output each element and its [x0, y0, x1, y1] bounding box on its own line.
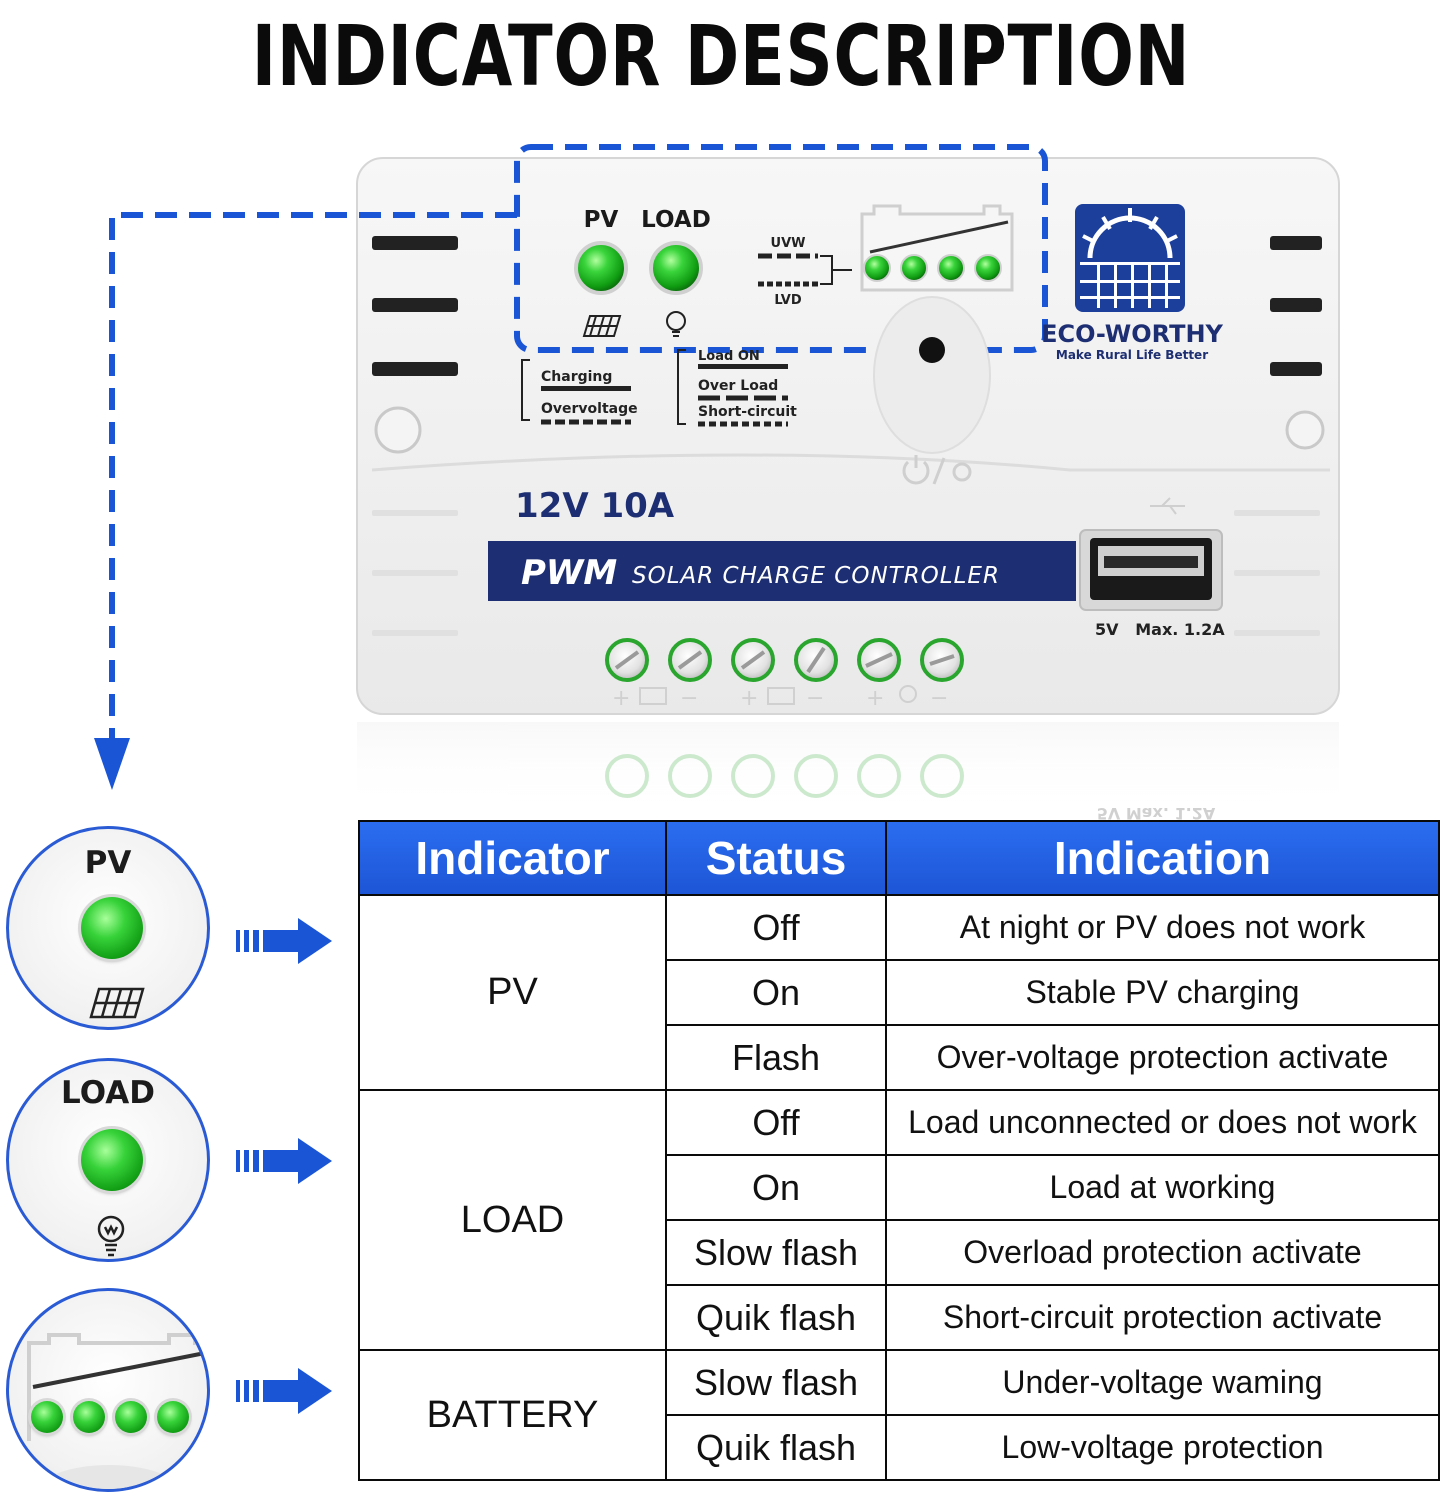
indication-cell: Load unconnected or does not work [885, 1089, 1440, 1156]
status-cell: Off [665, 894, 887, 961]
svg-text:−: − [806, 686, 824, 711]
leader-arrowhead [94, 738, 130, 790]
svg-text:−: − [680, 686, 698, 711]
usb-rating: 5V Max. 1.2A [1095, 620, 1225, 639]
device-rating: 12V 10A [515, 486, 675, 526]
legend-charging: Charging [541, 369, 612, 385]
table-row: On Stable PV charging [359, 959, 1440, 1026]
table-row: Quik flash Low-voltage protection [359, 1414, 1440, 1481]
header-status: Status [665, 820, 887, 896]
status-cell: Off [665, 1089, 887, 1156]
indication-cell: At night or PV does not work [885, 894, 1440, 961]
device-load-label: LOAD [641, 207, 711, 233]
button-recess [873, 296, 991, 454]
legend-over-load: Over Load [698, 378, 778, 394]
table-row: PV Off At night or PV does not work [358, 894, 1440, 1091]
bulb-icon [97, 1215, 125, 1257]
bulb-icon [666, 311, 686, 337]
callout-load-label: LOAD [61, 1075, 155, 1111]
brand-slogan: Make Rural Life Better [1056, 348, 1208, 362]
arrow-right-icon [236, 1138, 332, 1184]
battery-led-3 [937, 254, 965, 282]
status-cell: On [665, 1154, 887, 1221]
pv-callout: PV [6, 826, 210, 1030]
indication-cell: Under-voltage waming [885, 1349, 1440, 1416]
terminal-screws: + − + − + − [605, 638, 964, 711]
table-row: BATTERY Slow flash Under-voltage waming [358, 1349, 1440, 1481]
status-cell: Quik flash [665, 1284, 887, 1351]
arrow-right-icon [236, 1368, 332, 1414]
callout-battery-led-3 [115, 1401, 147, 1433]
device-reflection: 5V Max. 1.2A [357, 722, 1339, 820]
legend-overvoltage: Overvoltage [541, 401, 638, 417]
battery-outline [27, 1333, 207, 1489]
usb-icon [1150, 497, 1185, 515]
battery-led-1 [863, 254, 891, 282]
leader-line [109, 212, 517, 745]
svg-text:−: − [930, 686, 948, 711]
product-band [488, 541, 1076, 601]
page-title: INDICATOR DESCRIPTION [251, 7, 1191, 105]
device-load-led [649, 241, 703, 295]
callout-pv-label: PV [84, 845, 132, 881]
indication-cell: Low-voltage protection [885, 1414, 1440, 1481]
header-indicator: Indicator [358, 820, 667, 896]
indicator-battery: BATTERY [358, 1349, 667, 1481]
callout-battery-led-2 [73, 1401, 105, 1433]
device-pv-led [574, 241, 628, 295]
status-cell: On [665, 959, 887, 1026]
load-callout: LOAD [6, 1058, 210, 1262]
svg-text:+: + [612, 686, 630, 711]
battery-legend: UVW LVD [758, 236, 852, 308]
battery-led-4 [974, 254, 1002, 282]
arrow-right-icon [236, 918, 332, 964]
brand-name: ECO-WORTHY [1041, 320, 1223, 348]
header-indication: Indication [885, 820, 1440, 896]
status-cell: Slow flash [665, 1219, 887, 1286]
table-header-row: Indicator Status Indication [358, 820, 1440, 896]
indication-cell: Over-voltage protection activate [885, 1024, 1440, 1091]
indication-cell: Load at working [885, 1154, 1440, 1221]
control-button[interactable] [919, 337, 945, 363]
controller-illustration: PV LOAD Charging Overvoltage Load ON Ove… [94, 144, 1340, 820]
highlight-box [514, 144, 1048, 353]
indication-cell: Overload protection activate [885, 1219, 1440, 1286]
device-pv-label: PV [584, 207, 619, 233]
battery-led-2 [900, 254, 928, 282]
band-pwm: PWM [521, 553, 617, 593]
svg-text:+: + [866, 686, 884, 711]
table-row: Quik flash Short-circuit protection acti… [359, 1284, 1440, 1351]
indication-cell: Stable PV charging [885, 959, 1440, 1026]
table-row: On Load at working [359, 1154, 1440, 1221]
callout-load-led [81, 1129, 143, 1191]
solar-panel-icon [89, 987, 145, 1019]
indicator-table: Indicator Status Indication PV Off At ni… [358, 820, 1440, 1481]
indicator-pv: PV [358, 894, 667, 1091]
status-cell: Flash [665, 1024, 887, 1091]
legend-uvw: UVW [771, 236, 806, 251]
reflection-text: 5V Max. 1.2A [1097, 804, 1216, 820]
solar-panel-icon [582, 315, 622, 337]
power-icon [902, 455, 972, 485]
usb-port[interactable] [1079, 529, 1223, 611]
eco-worthy-logo [1075, 204, 1185, 312]
indicator-load: LOAD [358, 1089, 667, 1351]
svg-text:+: + [740, 686, 758, 711]
table-row: Flash Over-voltage protection activate [359, 1024, 1440, 1091]
legend-lvd: LVD [774, 293, 802, 308]
legend-short-circuit: Short-circuit [698, 404, 797, 420]
callout-battery-led-4 [157, 1401, 189, 1433]
load-legend: Load ON Over Load Short-circuit [677, 349, 797, 427]
legend-load-on: Load ON [698, 349, 760, 364]
pv-legend: Charging Overvoltage [521, 359, 638, 425]
status-cell: Quik flash [665, 1414, 887, 1481]
table-row: LOAD Off Load unconnected or does not wo… [358, 1089, 1440, 1351]
indication-cell: Short-circuit protection activate [885, 1284, 1440, 1351]
table-row: Slow flash Overload protection activate [359, 1219, 1440, 1286]
callout-pv-led [81, 897, 143, 959]
band-text: SOLAR CHARGE CONTROLLER [632, 563, 1000, 589]
callout-battery-led-1 [31, 1401, 63, 1433]
battery-callout [6, 1288, 210, 1492]
status-cell: Slow flash [665, 1349, 887, 1416]
